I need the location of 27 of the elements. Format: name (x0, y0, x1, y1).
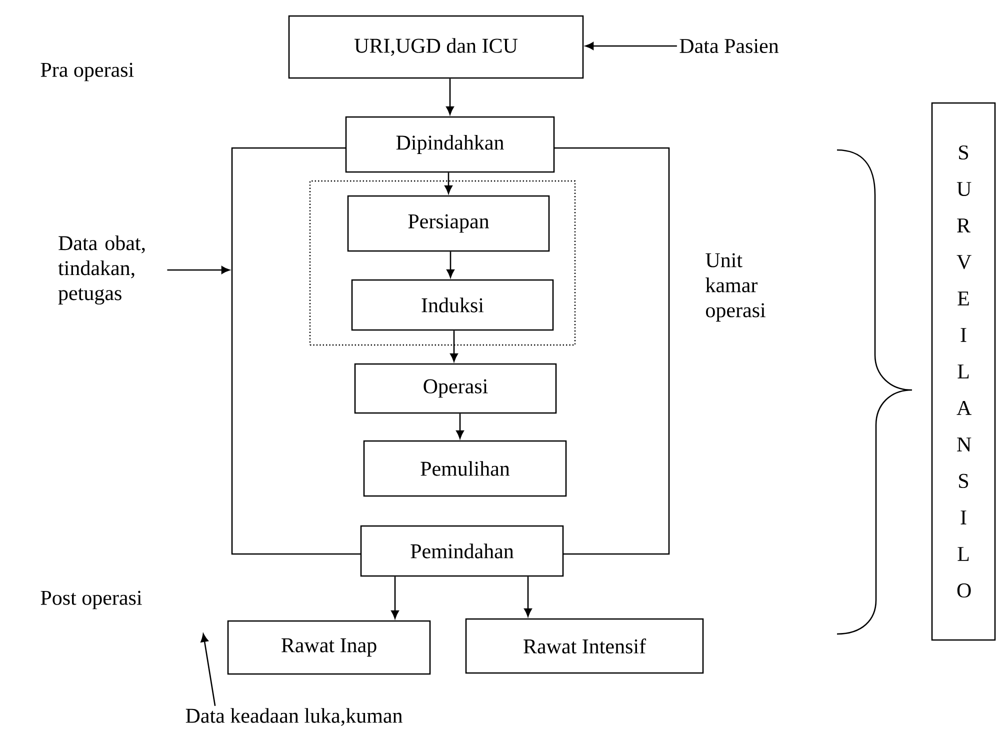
input-text: Data keadaan luka,kuman (186, 708, 402, 726)
input-text: Data Pasien (680, 38, 779, 54)
arrow (456, 414, 464, 439)
process-box: Induksi (351, 279, 554, 331)
arrow (446, 252, 454, 278)
process-box: Rawat Inap (227, 620, 431, 675)
dotted-group-box (309, 180, 576, 346)
vertical-label-box: S U R V E I L A N S I L O (931, 102, 996, 641)
arrow (200, 634, 216, 706)
process-box: Rawat Intensif (465, 618, 704, 674)
input-text: Data obat, tindakan, petugas (58, 235, 145, 305)
arrow (391, 576, 399, 619)
arrow (446, 78, 454, 115)
process-box: Dipindahkan (345, 116, 555, 173)
arrow (167, 266, 230, 274)
arrow (450, 330, 458, 362)
process-box: Operasi (354, 363, 557, 414)
stage-label: Pra operasi (40, 62, 134, 82)
arrow (524, 576, 532, 617)
node-label: Unit kamar operasi (706, 253, 766, 322)
arrow (444, 172, 452, 194)
stage-label: Post operasi (40, 590, 142, 610)
process-box: Persiapan (347, 195, 550, 252)
arrow (585, 42, 677, 50)
process-box: URI,UGD dan ICU (288, 15, 584, 79)
process-box: Pemulihan (363, 440, 567, 497)
process-box: Pemindahan (360, 525, 564, 577)
